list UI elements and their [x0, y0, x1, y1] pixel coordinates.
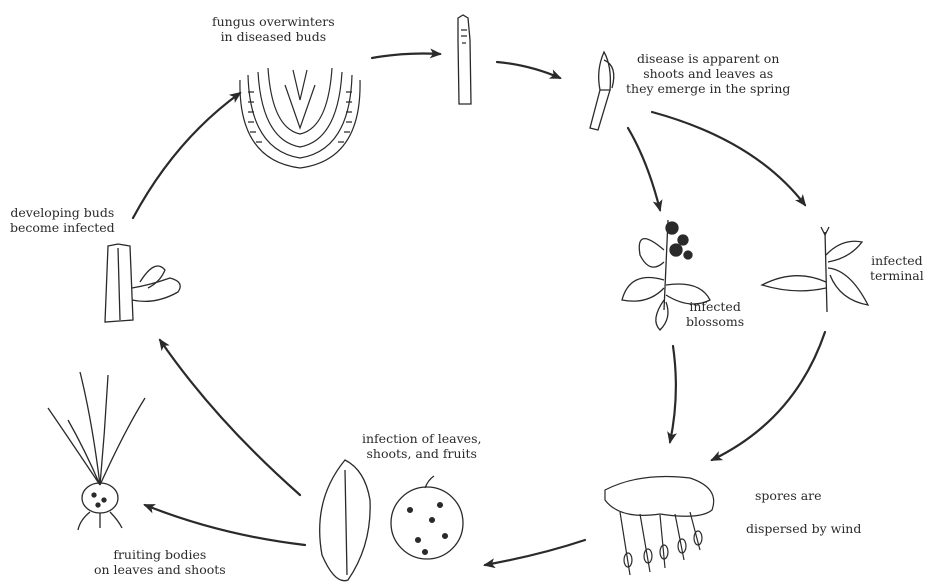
arrow-blossoms-to-spores — [670, 346, 676, 442]
fruiting-bodies-illustration — [48, 372, 145, 530]
infected-terminal-illustration — [762, 227, 868, 312]
label-fruiting-line1: fruiting bodies — [94, 547, 226, 562]
arrow-to-terminal — [652, 112, 805, 205]
label-blossoms-line2: blossoms — [686, 314, 744, 329]
label-infection-line1: infection of leaves, — [362, 431, 481, 446]
label-overwinter-line1: fungus overwinters — [212, 14, 335, 29]
developing-bud-illustration — [105, 244, 180, 322]
infected-fruit-illustration — [391, 476, 463, 559]
arrow-spores-to-infection — [485, 540, 585, 565]
label-fruiting: fruiting bodies on leaves and shoots — [94, 547, 226, 577]
spores-illustration — [605, 477, 714, 576]
label-fruiting-line2: on leaves and shoots — [94, 562, 226, 577]
label-blossoms: infected blossoms — [686, 299, 744, 329]
label-infection-line2: shoots, and fruits — [362, 446, 481, 461]
arrow-bud-to-shoot — [372, 54, 440, 59]
arrow-infection-to-buds — [160, 340, 300, 495]
label-developing-line1: developing buds — [10, 205, 115, 220]
diseased-bud-illustration — [240, 68, 360, 168]
arrow-infection-to-fruiting — [145, 505, 305, 545]
label-developing: developing buds become infected — [10, 205, 115, 235]
label-infection: infection of leaves, shoots, and fruits — [362, 431, 481, 461]
label-spring-line2: shoots and leaves as — [626, 66, 790, 81]
label-spores-line1: spores are — [755, 488, 822, 503]
label-spores-line2: dispersed by wind — [746, 521, 861, 536]
infected-leaf-illustration — [320, 460, 370, 581]
shoot-tip-illustration — [458, 15, 471, 104]
label-terminal: infected terminal — [870, 253, 924, 283]
arrow-buds-to-overwinter — [133, 93, 240, 218]
arrow-terminal-to-spores — [712, 332, 825, 460]
label-spring-line1: disease is apparent on — [626, 51, 790, 66]
arrow-shoot-to-emerged — [497, 62, 560, 78]
arrow-to-blossoms — [628, 128, 660, 210]
label-overwinter: fungus overwinters in diseased buds — [212, 14, 335, 44]
label-terminal-line2: terminal — [870, 268, 924, 283]
label-spring: disease is apparent on shoots and leaves… — [626, 51, 790, 96]
label-terminal-line1: infected — [870, 253, 924, 268]
label-spring-line3: they emerge in the spring — [626, 81, 790, 96]
label-developing-line2: become infected — [10, 220, 115, 235]
emerging-shoot-illustration — [590, 52, 614, 130]
label-overwinter-line2: in diseased buds — [212, 29, 335, 44]
label-blossoms-line1: infected — [686, 299, 744, 314]
